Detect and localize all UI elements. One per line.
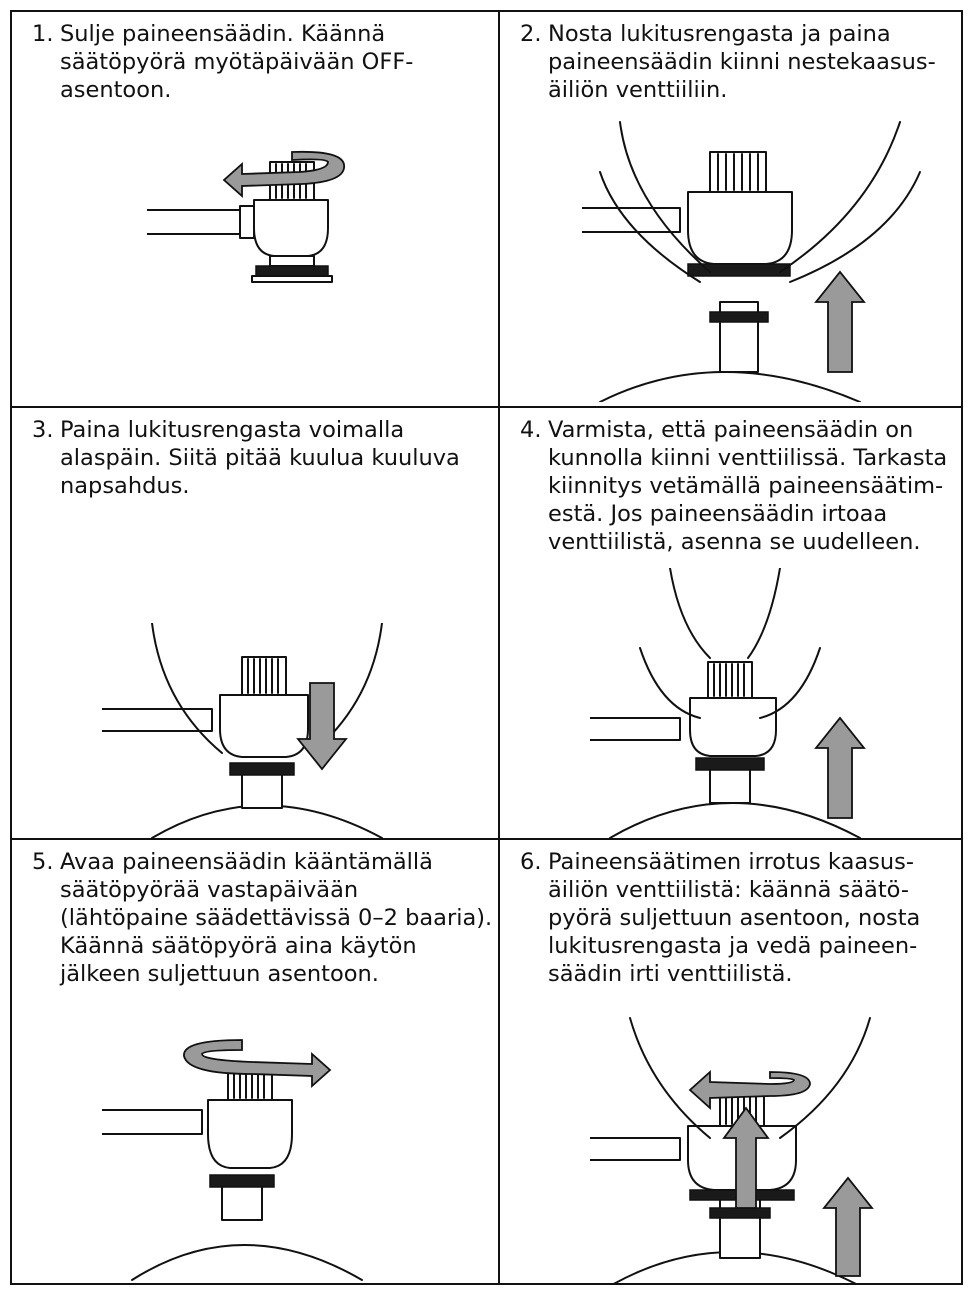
step-3-illustration xyxy=(102,623,383,838)
step-line: säätöpyörää vastapäivään xyxy=(60,877,359,903)
step-5-panel: 5. Avaa paineensäädin kääntämällä säätöp… xyxy=(12,840,500,1283)
step-line: estä. Jos paineensäädin irtoaa xyxy=(548,501,888,527)
step-number: 1. xyxy=(32,21,54,47)
step-line: säätöpyörä myötäpäivään OFF- xyxy=(60,49,414,75)
step-2-illustration xyxy=(582,121,921,402)
step-line: Nosta lukitusrengasta ja paina xyxy=(548,21,891,47)
step-line: jälkeen suljettuun asentoon. xyxy=(60,961,379,987)
step-line: Paineensäätimen irrotus kaasus- xyxy=(548,849,914,875)
step-line: Käännä säätöpyörä aina käytön xyxy=(60,933,417,959)
step-number: 6. xyxy=(520,849,542,875)
step-2-panel: 2. Nosta lukitusrengasta ja paina painee… xyxy=(500,12,961,408)
step-line: napsahdus. xyxy=(60,473,190,499)
step-4-illustration xyxy=(590,568,866,838)
step-number: 2. xyxy=(520,21,542,47)
step-5-illustration xyxy=(102,1039,363,1281)
step-3-text: 3. Paina lukitusrengasta voimalla alaspä… xyxy=(32,416,484,500)
step-4-text: 4. Varmista, että paineensäädin on kunno… xyxy=(520,416,947,556)
step-line: kiinnitys vetämällä paineensäätim- xyxy=(548,473,944,499)
step-line: pyörä suljettuun asentoon, nosta xyxy=(548,905,921,931)
step-number: 3. xyxy=(32,417,54,443)
step-line: (lähtöpaine säädettävissä 0–2 baaria). xyxy=(60,905,493,931)
step-4-panel: 4. Varmista, että paineensäädin on kunno… xyxy=(500,408,961,840)
step-number: 4. xyxy=(520,417,542,443)
step-line: Varmista, että paineensäädin on xyxy=(548,417,914,443)
step-6-panel: 6. Paineensäätimen irrotus kaasus- äiliö… xyxy=(500,840,961,1283)
step-line: lukitusrengasta ja vedä paineen- xyxy=(548,933,918,959)
step-2-text: 2. Nosta lukitusrengasta ja paina painee… xyxy=(520,20,947,104)
step-line: kunnolla kiinni venttiilissä. Tarkasta xyxy=(548,445,948,471)
step-line: äiliön venttiiliin. xyxy=(548,77,728,103)
step-1-panel: 1. Sulje paineensäädin. Käännä säätöpyör… xyxy=(12,12,500,408)
step-line: asentoon. xyxy=(60,77,172,103)
step-1-illustration xyxy=(147,150,345,283)
step-line: alaspäin. Siitä pitää kuulua kuuluva xyxy=(60,445,460,471)
step-line: Sulje paineensäädin. Käännä xyxy=(60,21,386,47)
step-number: 5. xyxy=(32,849,54,875)
instruction-grid: 1. Sulje paineensäädin. Käännä säätöpyör… xyxy=(10,10,963,1285)
step-line: Avaa paineensäädin kääntämällä xyxy=(60,849,433,875)
step-5-text: 5. Avaa paineensäädin kääntämällä säätöp… xyxy=(32,848,492,988)
step-line: äiliön venttiilistä: käännä säätö- xyxy=(548,877,909,903)
step-1-text: 1. Sulje paineensäädin. Käännä säätöpyör… xyxy=(32,20,484,104)
step-line: venttiilistä, asenna se uudelleen. xyxy=(548,529,921,555)
step-3-panel: 3. Paina lukitusrengasta voimalla alaspä… xyxy=(12,408,500,840)
step-line: Paina lukitusrengasta voimalla xyxy=(60,417,405,443)
step-6-illustration xyxy=(590,1017,874,1283)
step-line: paineensäädin kiinni nestekaasus- xyxy=(548,49,936,75)
step-line: säädin irti venttiilistä. xyxy=(548,961,793,987)
step-6-text: 6. Paineensäätimen irrotus kaasus- äiliö… xyxy=(520,848,947,988)
